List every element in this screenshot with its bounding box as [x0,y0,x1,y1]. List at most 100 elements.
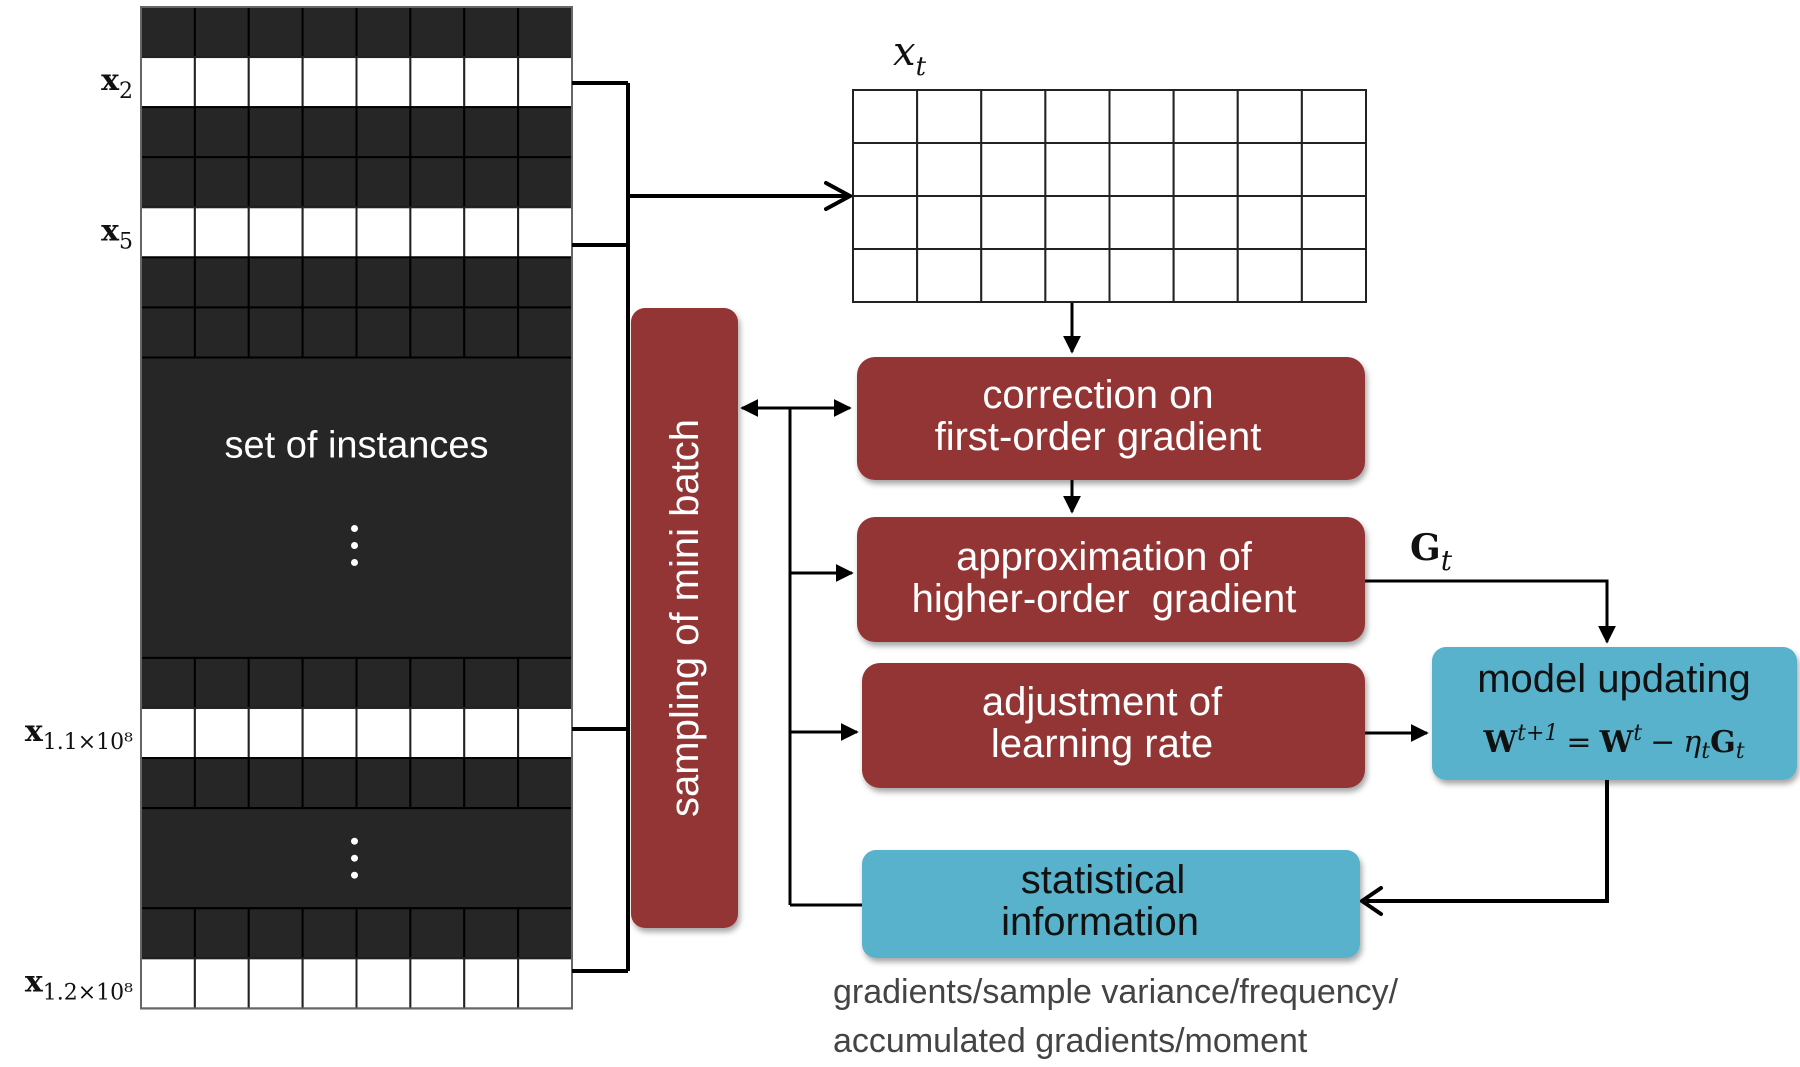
minibatch-cell [1172,142,1239,197]
minibatch-cell [1108,248,1175,303]
minibatch-cell [1108,89,1175,144]
ellipsis-dot [351,524,358,532]
instance-cell [193,106,250,159]
selected-instance-cell [140,206,196,259]
instance-cell [247,757,304,810]
model-updating-box[interactable]: model updating Wt+1=Wt−ηtGt [1432,647,1797,780]
instance-cell [193,6,250,59]
update-formula: Wt+1=Wt−ηtGt [1482,721,1744,764]
gradient-label-base: G [1410,527,1441,569]
correction-box[interactable]: correction on first-order gradient [857,357,1365,480]
instance-cell [409,306,466,359]
minibatch-cell [1108,195,1175,250]
minibatch-cell [1300,248,1367,303]
selected-instance-cell [463,957,520,1010]
formula-w2: W [1599,725,1635,760]
instance-cell [247,156,304,209]
instance-cell [409,757,466,810]
selected-instance-cell [247,706,304,760]
instance-cell [355,907,412,960]
sampling-box[interactable]: sampling of mini batch [631,308,738,928]
formula-eta: η [1683,725,1701,760]
instance-cell [517,656,573,709]
label-sub: t [916,52,927,82]
statistical-information-box[interactable]: statistical information [862,850,1360,958]
minibatch-cell [1108,142,1175,197]
instance-cell [409,6,466,59]
minibatch-cell [916,248,983,303]
minibatch-cell [1300,142,1367,197]
instance-cell [409,907,466,960]
adjustment-line-1: adjustment of [982,680,1223,724]
formula-minus: − [1650,725,1675,760]
instance-cell [301,757,358,810]
minibatch-cell [1044,89,1111,144]
set-of-instances-label: set of instances [224,424,488,466]
stats-line-2: information [1001,900,1199,944]
instance-cell [355,6,412,59]
selected-instance-cell [140,706,196,760]
minibatch-cell [1236,195,1303,250]
instance-cell [463,907,520,960]
label-base: x [893,29,916,75]
selected-instance-cell [301,706,358,760]
instance-cell [355,306,412,359]
instance-cell [193,757,250,810]
minibatch-cell [1044,195,1111,250]
formula-w-sup: t+1 [1517,721,1558,746]
selected-instance-cell [517,957,573,1010]
instance-cell [301,656,358,709]
instance-cell [301,156,358,209]
approximation-box[interactable]: approximation of higher-order gradient [857,517,1365,642]
instance-set-grid: set of instances [140,6,573,1010]
instance-cell [517,306,573,359]
minibatch-cell [980,248,1047,303]
selected-instance-cell [301,957,358,1010]
instance-cell [463,757,520,810]
minibatch-cell [980,142,1047,197]
instance-cell [463,306,520,359]
selected-instance-cell [409,56,466,109]
instance-cell [193,156,250,209]
instance-cell [301,6,358,59]
instance-cell [355,256,412,309]
ellipsis-dot [351,558,358,566]
instance-cell [247,656,304,709]
minibatch-cell [1044,142,1111,197]
selected-instance-cell [247,56,304,109]
instance-grid-border [140,6,573,1010]
instance-cell [409,156,466,209]
selected-instance-cell [355,56,412,109]
instance-cell [355,156,412,209]
adjustment-box[interactable]: adjustment of learning rate [862,663,1365,788]
selected-instance-cell [355,957,412,1010]
minibatch-cell [1236,89,1303,144]
formula-g: G [1710,725,1736,760]
selected-instance-cell [193,706,250,760]
instance-cell [517,156,573,209]
formula-g-sub: t [1736,739,1745,764]
instance-label: x2 [101,63,133,104]
instance-cell [193,256,250,309]
selected-instance-cell [301,56,358,109]
instance-cell [247,256,304,309]
formula-eta-sub: t [1701,739,1710,764]
minibatch-cell [852,195,919,250]
minibatch-cell [980,195,1047,250]
instance-cell [355,757,412,810]
instance-label: x1.1×10⁸ [25,714,133,755]
arrow-gradient-to-model [1365,579,1616,644]
arrow-to-minibatch [628,181,855,211]
instance-cell [193,656,250,709]
instance-label: x5 [101,213,133,254]
minibatch-cell [980,89,1047,144]
selected-instance-cell [409,706,466,760]
minibatch-cell [1300,195,1367,250]
instance-cell [355,656,412,709]
ellipsis-dot [351,541,358,549]
instance-cell [193,306,250,359]
open-arrowhead-icon [1358,886,1383,916]
selected-instance-cell [463,206,520,259]
model-updating-title: model updating [1477,657,1751,701]
